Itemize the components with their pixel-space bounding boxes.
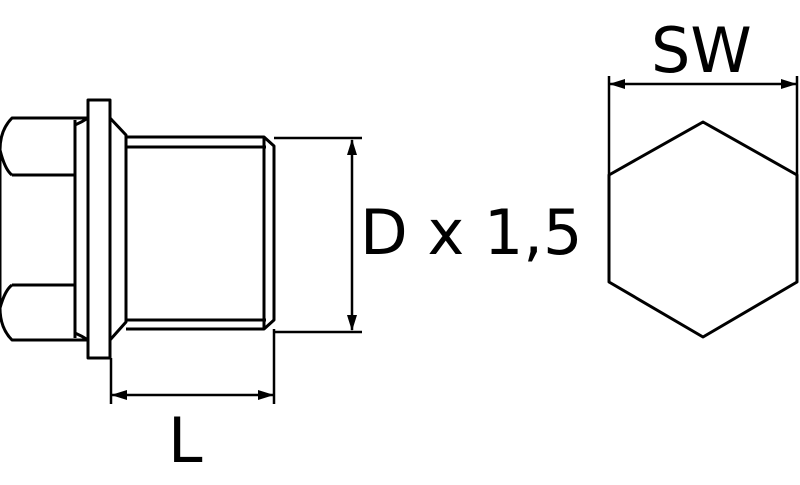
dimension-diameter [274,136,362,334]
dimension-length [109,329,276,404]
neck [108,116,128,341]
hex-head-curve-top [0,149,13,177]
flange-collar [86,98,112,360]
diameter-pitch-label: D x 1,5 [360,196,582,269]
plug-side-view [0,98,276,360]
threaded-shank [126,135,276,331]
dimension-wrench-size [607,76,799,175]
hexagon [607,120,799,339]
hex-end-view [607,120,799,339]
length-label: L [168,404,203,477]
hex-head-curve-bottom [0,283,13,309]
hex-head [0,116,88,342]
wrench-size-label: SW [651,14,752,87]
